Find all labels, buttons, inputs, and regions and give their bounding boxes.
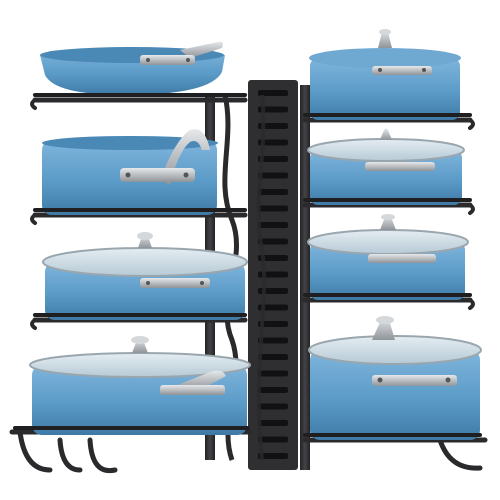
- rack-slot: [258, 370, 288, 377]
- rack-foot-1: [17, 429, 53, 473]
- rack-slot: [258, 403, 288, 410]
- rack-slot: [258, 123, 288, 129]
- glass-lid-icon: [43, 248, 247, 276]
- rack-slot: [258, 156, 288, 162]
- rack-slot: [258, 106, 288, 113]
- rack-post-right: [300, 85, 310, 470]
- lid-knob-icon: [132, 338, 148, 353]
- rack-panel-slots: [258, 90, 288, 459]
- rack-slot: [258, 238, 288, 245]
- rack-slot: [258, 321, 288, 327]
- pan-handle-icon: [180, 41, 223, 58]
- rack-slot: [258, 387, 288, 393]
- rack-foot-2: [437, 437, 483, 471]
- casserole-left-4: [29, 336, 251, 435]
- rack-front-rails: [13, 93, 482, 437]
- rack-slot: [258, 189, 288, 195]
- rack-slot: [258, 205, 288, 212]
- saute-pan-left-2: [42, 129, 218, 215]
- rack-slot: [258, 255, 288, 261]
- stock-pot-right-4: [308, 316, 482, 440]
- rack-slot: [258, 453, 288, 459]
- stock-pot-right-2: [307, 128, 465, 205]
- stock-pot-right-1: [309, 29, 461, 120]
- lid-knob-icon: [380, 128, 392, 140]
- rack-slot: [258, 354, 288, 360]
- lid-knob-icon: [380, 215, 396, 230]
- stock-pot-right-3: [307, 214, 469, 300]
- saute-pan-top-left: [40, 41, 225, 95]
- rack-slot: [258, 139, 288, 146]
- rack-slot: [258, 222, 288, 228]
- lid-knob-icon: [378, 30, 392, 48]
- rack-slot: [258, 172, 288, 179]
- casserole-left-3: [42, 232, 248, 320]
- rack-slot: [258, 420, 288, 426]
- rack-slot: [258, 337, 288, 344]
- rack-slot: [258, 304, 288, 311]
- rack-slot: [258, 436, 288, 443]
- rack-slot: [258, 90, 288, 96]
